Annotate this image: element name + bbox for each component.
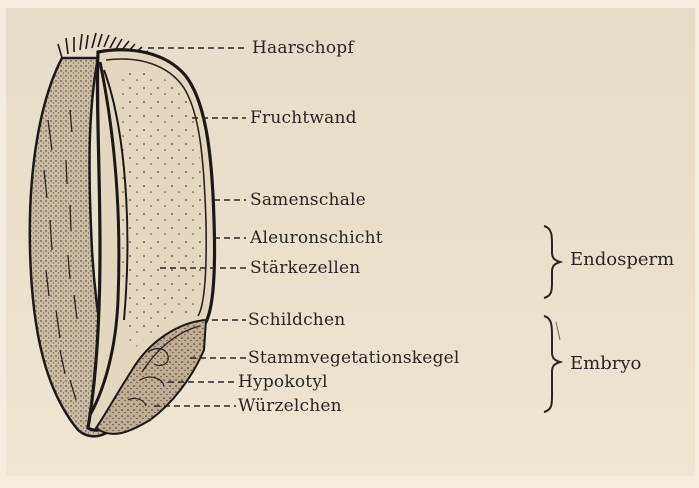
endosperm-area [119, 71, 202, 352]
label-fruchtwand: Fruchtwand [250, 108, 357, 128]
group-embryo: Embryo [570, 354, 641, 374]
stray-mark [556, 322, 560, 340]
endosperm-brace [544, 226, 560, 298]
label-hypokotyl: Hypokotyl [238, 372, 328, 392]
label-schildchen: Schildchen [248, 310, 345, 330]
label-stammvegetationskegel: Stammvegetationskegel [248, 348, 460, 368]
label-haarschopf: Haarschopf [252, 38, 354, 58]
label-samenschale: Samenschale [250, 190, 366, 210]
label-wuerzelchen: Würzelchen [238, 396, 342, 416]
label-staerkezellen: Stärkezellen [250, 258, 360, 278]
group-endosperm: Endosperm [570, 250, 674, 270]
label-aleuronschicht: Aleuronschicht [250, 228, 383, 248]
